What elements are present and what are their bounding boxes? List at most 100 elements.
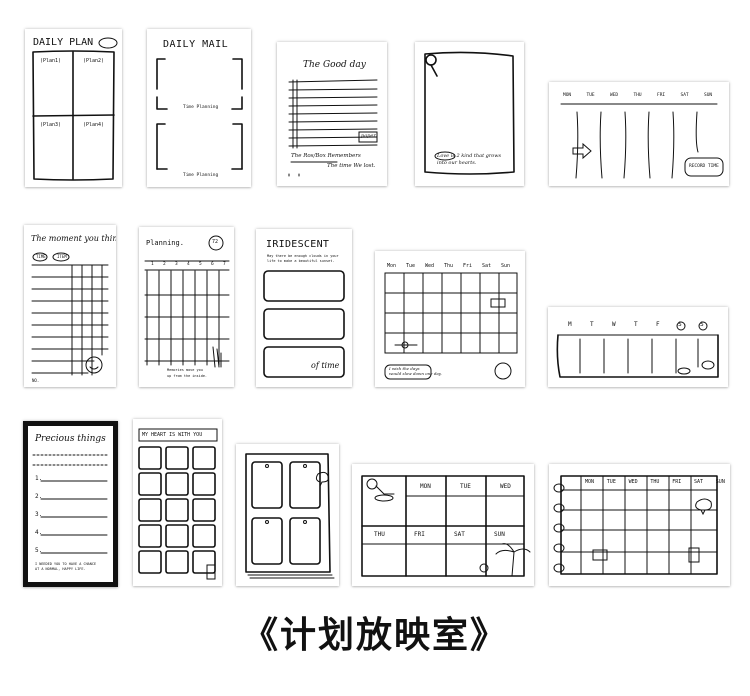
card-love-frame: Love is 2 kind that grows into our heart… <box>415 42 524 186</box>
precious-item-3: 3. <box>35 511 43 518</box>
card-iridescent: IRIDESCENT May there be enough clouds in… <box>256 229 352 387</box>
calendar-day-6: Sat <box>482 263 492 269</box>
two-row-bottom-day-1: THU <box>374 531 385 538</box>
planning-footer-line2: up from the inside. <box>167 374 208 378</box>
card-good-day: The Good day paper The Ros/Box Remembers… <box>277 42 387 186</box>
heart-grid-cell <box>192 472 216 496</box>
record-time-label: RECORD TIME <box>689 164 719 169</box>
heart-grid-cell <box>138 498 162 522</box>
card-precious-things: Precious things 1.2.3.4.5. I NEEDED YOU … <box>23 421 118 587</box>
weekly-day-4: THU <box>633 93 642 98</box>
two-row-bottom-day-3: SAT <box>454 531 465 538</box>
time-tag: TIME <box>36 254 46 259</box>
two-row-calendar-drawing <box>361 475 531 577</box>
planning-badge: 72 <box>212 239 219 245</box>
planning-col-2: 2 <box>163 262 166 267</box>
weekly-day-2: TUE <box>586 93 595 98</box>
precious-drawing <box>32 454 108 554</box>
good-day-note-line2: The time We lost. <box>327 163 376 169</box>
precious-item-1: 1. <box>35 475 43 482</box>
heart-with-you-drawing <box>138 428 218 580</box>
planning-footer-line1: Memories move you <box>167 368 203 372</box>
heart-grid-cell <box>165 446 189 470</box>
ring-calendar-drawing <box>553 475 718 575</box>
two-row-bottom-day-2: FRI <box>414 531 425 538</box>
mtwtfss-drawing <box>556 321 719 378</box>
mtwtfss-day-6: S <box>678 321 682 328</box>
heart-grid-cell <box>192 498 216 522</box>
iridescent-title: IRIDESCENT <box>266 239 330 250</box>
mtwtfss-day-5: F <box>656 321 660 328</box>
heart-grid-cell <box>138 472 162 496</box>
heart-grid-cell <box>165 498 189 522</box>
heart-grid-cell <box>192 446 216 470</box>
two-row-top-day-1: MON <box>420 483 431 490</box>
card-daily-plan: DAILY PLAN (Plan1) (Plan2) (Plan3) (Plan… <box>25 29 122 187</box>
mtwtfss-day-4: T <box>634 321 638 328</box>
plan3-label: (Plan3) <box>40 122 62 128</box>
calendar-day-7: Sun <box>501 263 511 269</box>
iridescent-subtitle-line2: life to make a beautiful sunset. <box>267 259 335 263</box>
card-two-row-calendar: MON TUE WED THU FRI SAT SUN <box>352 464 534 586</box>
card-moment-think: The moment you think TIME ITEM NO. <box>24 225 116 387</box>
heart-grid-cell <box>192 524 216 548</box>
good-day-drawing <box>288 79 378 177</box>
weekly-day-7: SUN <box>704 93 713 98</box>
precious-item-5: 5. <box>35 547 43 554</box>
love-frame-drawing <box>424 51 515 175</box>
item-tag: ITEM <box>57 254 67 259</box>
ring-calendar-day-1: MON <box>585 479 595 485</box>
precious-footer-line2: AT A NORMAL, HAPPY LIFE. <box>35 567 86 571</box>
two-row-bottom-day-4: SUN <box>494 531 505 538</box>
heart-grid-cell <box>165 524 189 548</box>
calendar-day-1: Mon <box>387 263 397 269</box>
planning-drawing <box>144 235 230 368</box>
notebook-panels-drawing <box>245 453 335 579</box>
precious-title: Precious things <box>35 434 106 444</box>
calendar-day-4: Thu <box>444 263 454 269</box>
planning-title: Planning. <box>146 239 184 247</box>
daily-mail-title: DAILY MAIL <box>163 39 229 50</box>
planning-col-1: 1 <box>151 262 154 267</box>
moment-think-title: The moment you think <box>31 234 116 243</box>
time-planning-top: Time Planning <box>183 105 219 110</box>
two-row-top-day-3: WED <box>500 483 511 490</box>
heart-grid-cell <box>192 550 216 574</box>
heart-grid-cell <box>165 550 189 574</box>
collection-caption: 《计划放映室》 <box>241 615 508 656</box>
planning-col-6: 6 <box>211 262 214 267</box>
heart-grid-cell <box>165 472 189 496</box>
heart-grid-cell <box>138 446 162 470</box>
mtwtfss-day-2: T <box>590 321 594 328</box>
ring-calendar-day-6: SAT <box>694 479 704 485</box>
weekly-day-1: MON <box>563 93 572 98</box>
moment-think-drawing <box>31 252 109 376</box>
paper-stamp: paper <box>361 133 376 139</box>
week-calendar-drawing <box>384 272 518 380</box>
moment-footer: NO. <box>32 378 40 383</box>
ring-calendar-day-2: TUE <box>606 479 616 485</box>
love-note: Love is 2 kind that grows into our heart… <box>437 153 502 166</box>
planning-col-5: 5 <box>199 262 202 267</box>
heart-title: MY HEART IS WITH YOU <box>142 432 203 438</box>
good-day-title: The Good day <box>303 60 366 70</box>
calendar-day-2: Tue <box>406 263 416 269</box>
heart-grid-cell <box>138 524 162 548</box>
mtwtfss-day-1: M <box>568 321 572 328</box>
ring-calendar-day-7: SUN <box>715 479 725 485</box>
daily-plan-title: DAILY PLAN <box>33 37 94 48</box>
plan1-label: (Plan1) <box>40 58 62 64</box>
calendar-day-5: Fri <box>463 263 473 269</box>
ring-calendar-day-3: WED <box>628 479 638 485</box>
two-row-top-day-2: TUE <box>460 483 471 490</box>
weekly-day-5: FRI <box>657 93 666 98</box>
iridescent-subtitle-line1: May there be enough clouds in your <box>267 254 339 258</box>
plan4-label: (Plan4) <box>83 122 105 128</box>
heart-grid-cell <box>138 550 162 574</box>
bottle-doodle <box>206 564 216 580</box>
iridescent-drawing <box>263 270 345 378</box>
plan2-label: (Plan2) <box>83 58 105 64</box>
weekly-columns-drawing <box>560 103 724 179</box>
